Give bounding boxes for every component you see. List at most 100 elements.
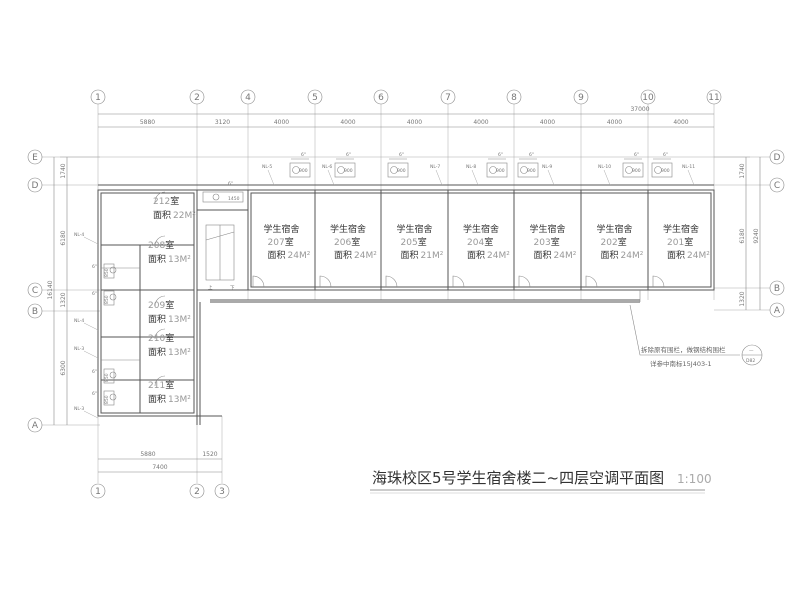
room-number: 209室 xyxy=(148,299,174,311)
axis-bubble xyxy=(373,89,389,105)
door-icon xyxy=(154,191,166,203)
axis-bubble xyxy=(307,89,323,105)
room-number: 207室 xyxy=(268,236,294,248)
room-number: 212室 xyxy=(153,195,179,207)
ac-fan-icon xyxy=(625,166,633,174)
room-type: 学生宿舍 xyxy=(663,223,699,235)
dim-top: 4000 xyxy=(673,119,688,126)
ac-unit: 6"850 xyxy=(92,390,117,406)
building-walls xyxy=(60,156,750,425)
stair-labels: 上 下 xyxy=(208,284,235,291)
ac-tag: NL-9 xyxy=(542,164,552,170)
dim-right: 1320 xyxy=(739,291,746,306)
ac-unit: 6"850 xyxy=(92,290,117,306)
ac-fan-icon xyxy=(390,166,398,174)
axis-bubble xyxy=(90,89,106,105)
axis-label-left: B xyxy=(32,307,38,317)
axis-label-top: 9 xyxy=(578,93,584,103)
ac-tag: NL-4 xyxy=(74,318,84,324)
ac-unit: 6"850 xyxy=(92,263,117,279)
ac-dim: 1450 xyxy=(228,196,240,202)
detail-symbol-top: — xyxy=(749,349,754,354)
ac-fan-icon xyxy=(337,166,345,174)
dim-right: 1740 xyxy=(739,163,746,178)
dim-top: 4000 xyxy=(407,119,422,126)
ac-fan-icon xyxy=(654,166,662,174)
room-type: 学生宿舍 xyxy=(596,223,632,235)
axis-bubble xyxy=(90,483,106,499)
room-type: 学生宿舍 xyxy=(263,223,299,235)
ac-tag: NL-4 xyxy=(74,232,84,238)
stair-down-label: 下 xyxy=(230,285,235,291)
axis-bubble xyxy=(769,280,785,296)
ac-tag: NL-10 xyxy=(598,164,611,170)
detail-symbol-bottom: D82 xyxy=(746,358,755,364)
dim-top: 4000 xyxy=(340,119,355,126)
stair-up-label: 上 xyxy=(208,284,213,291)
axis-bubble xyxy=(189,483,205,499)
ac-tag: NL-3 xyxy=(74,346,84,352)
dim-bottom: 5880 xyxy=(140,451,155,458)
axis-bubble xyxy=(440,89,456,105)
callout-line1: 拆除原有围栏，做钢结构围栏 xyxy=(641,345,726,354)
room-number: 210室 xyxy=(148,332,174,344)
ac-tag: NL-7 xyxy=(430,164,440,170)
callout: 拆除原有围栏，做钢结构围栏 详参中南标15J403-1 — D82 xyxy=(629,304,763,368)
axis-bubble xyxy=(214,483,230,499)
axis-bubble xyxy=(27,417,43,433)
axis-bubble xyxy=(27,303,43,319)
axis-label-top: 11 xyxy=(708,93,719,103)
pipe-size: 6" xyxy=(92,291,97,297)
axis-label-top: 5 xyxy=(312,93,318,103)
axis-label-top: 4 xyxy=(245,93,251,103)
door-icon xyxy=(585,275,598,288)
door-icon xyxy=(652,275,665,288)
door-icon xyxy=(154,375,166,387)
ac-dim: 900 xyxy=(632,168,641,174)
axis-label-right: C xyxy=(774,181,780,191)
axis-label-left: D xyxy=(32,181,39,191)
pipe-size: 6" xyxy=(301,152,306,158)
axis-label-top: 8 xyxy=(511,93,517,103)
ac-fan-icon xyxy=(520,166,528,174)
door-icon xyxy=(252,275,265,288)
ac-dim: 900 xyxy=(397,168,406,174)
door-icon xyxy=(154,235,166,247)
dim-left: 6180 xyxy=(60,230,67,245)
ac-tag: NL-6 xyxy=(322,164,332,170)
axis-bubble xyxy=(240,89,256,105)
pipe-size: 6" xyxy=(634,152,639,158)
door-icon xyxy=(154,328,166,340)
ac-dim: 900 xyxy=(344,168,353,174)
room-type: 学生宿舍 xyxy=(529,223,565,235)
ac-dim: 850 xyxy=(104,373,110,382)
axis-bubble xyxy=(706,89,722,105)
axis-label-top: 7 xyxy=(445,93,451,103)
dim-bottom: 1520 xyxy=(202,451,217,458)
axis-bubble xyxy=(189,89,205,105)
dim-total-top: 37000 xyxy=(630,106,649,113)
ac-fan-icon xyxy=(109,393,117,401)
ac-dim: 900 xyxy=(496,168,505,174)
ac-dim: 900 xyxy=(299,168,308,174)
pipe-size: 6" xyxy=(663,152,668,158)
